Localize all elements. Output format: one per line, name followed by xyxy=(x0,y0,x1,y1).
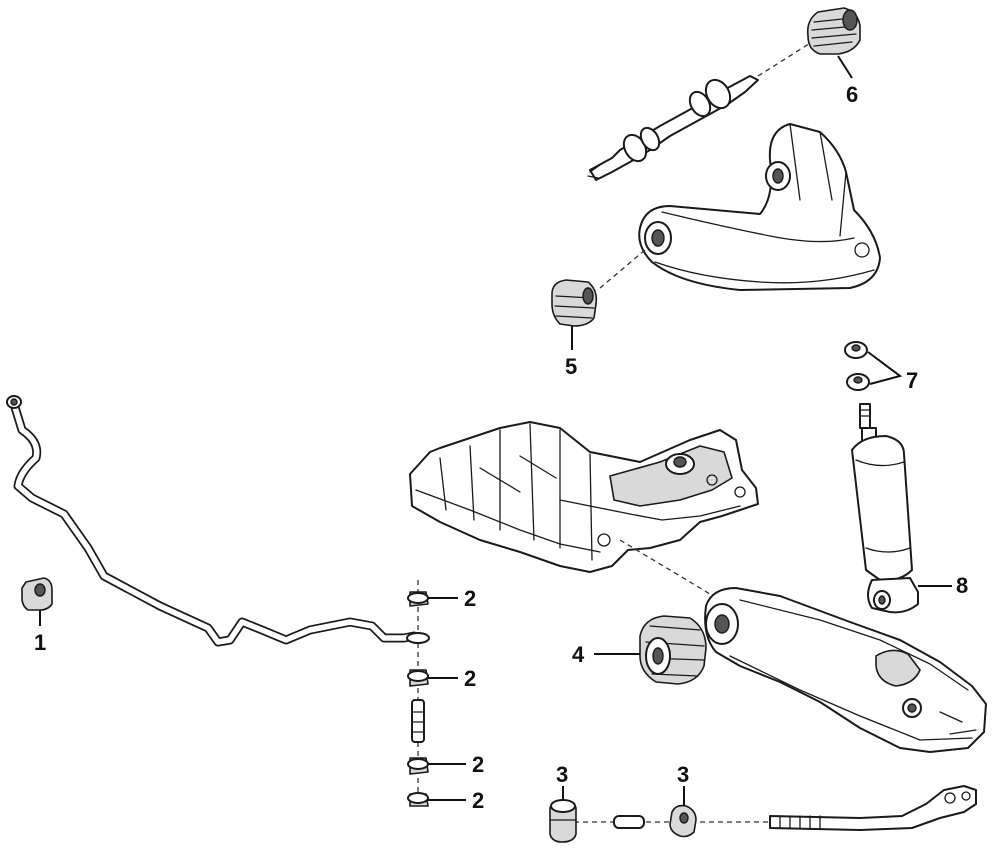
stabilizer-bushing-1 xyxy=(21,577,53,611)
callout-7: 7 xyxy=(906,368,918,393)
upper-control-arm xyxy=(638,123,881,291)
upper-arm-dashline xyxy=(599,249,646,289)
shock-washer-7a xyxy=(844,341,868,359)
leader-7 xyxy=(867,351,903,385)
upper-bushing-5 xyxy=(551,279,598,327)
callout-2c: 2 xyxy=(472,752,484,777)
shock-absorber-8 xyxy=(851,403,919,614)
callout-1: 1 xyxy=(34,630,46,655)
lower-control-arm xyxy=(704,587,987,753)
lower-arm-dashline xyxy=(619,539,721,601)
callout-6: 6 xyxy=(846,82,858,107)
upper-shaft-dashline xyxy=(757,41,813,77)
callout-4: 4 xyxy=(572,642,585,667)
link-bushing-2c xyxy=(407,757,429,775)
link-nut-2d xyxy=(407,792,429,807)
strut-bushing-3a xyxy=(549,799,577,843)
callout-3b: 3 xyxy=(677,762,689,787)
leader-6 xyxy=(837,55,853,79)
link-washer xyxy=(406,632,430,644)
strut-rod xyxy=(769,785,977,831)
callout-5: 5 xyxy=(565,354,577,379)
callout-8: 8 xyxy=(956,573,968,598)
stabilizer-bar xyxy=(6,395,419,647)
callout-2b: 2 xyxy=(464,666,476,691)
frame-crossmember xyxy=(409,421,759,573)
upper-arm-shaft xyxy=(587,75,759,181)
callout-2a: 2 xyxy=(464,586,476,611)
callout-2d: 2 xyxy=(472,788,484,813)
upper-bushing-6 xyxy=(806,7,861,55)
link-bushing-2b xyxy=(407,669,429,687)
shock-nut-7b xyxy=(846,373,870,391)
strut-bushing-3b xyxy=(669,804,697,838)
strut-spacer xyxy=(613,815,645,829)
link-bolt xyxy=(411,699,425,743)
lower-bushing-4 xyxy=(639,615,707,685)
callout-3a: 3 xyxy=(556,762,568,787)
link-bushing-2a xyxy=(407,591,429,607)
